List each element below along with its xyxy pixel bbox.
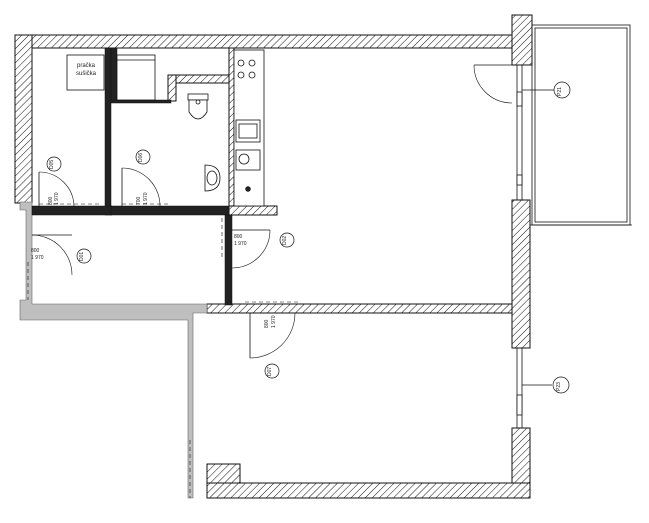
wall-right-upper [511,14,533,66]
door-d02-width: 800 [234,234,243,240]
wall-right-mid [511,199,531,349]
bedroom: 800 1 970 D07 [245,301,298,379]
exterior-slab [19,201,208,499]
door-d07-height: 1 970 [271,315,277,328]
exterior-walls [14,14,533,499]
hallway: 800 1 970 D01 800 1 970 D02 [27,218,295,300]
door-d05-width: 800 [48,196,54,205]
door-d02-tag [279,232,295,248]
door-d05-tag-text: D05 [49,160,55,169]
living-room: P21 P23 [473,24,632,428]
door-d01-width: 800 [31,248,40,254]
slab-outline [19,201,208,499]
washer-box [66,54,105,91]
bathroom: 700 1 970 D06 [116,54,221,208]
window-p21-tag [553,81,571,99]
kitchen [233,49,265,207]
window-p23-tag-text: P23 [556,382,562,391]
washer-label-2: sušička [76,71,97,77]
door-d06-width: 700 [136,196,142,205]
wall-bath-inner-left [110,47,118,103]
door-d02-tag-text: D02 [282,236,288,245]
window-p23-tag [552,376,570,394]
wall-middle [206,303,513,314]
wall-hall-right [224,214,233,306]
door-d07-tag [264,363,280,379]
wall-bath-bottom [110,205,230,216]
balcony-outline [531,24,631,226]
door-d06-tag-text: D06 [138,153,144,162]
window-p21-tag-text: P21 [557,87,563,96]
door-d01-height: 1 970 [31,255,44,261]
door-d01-tag [76,248,92,264]
wall-bath-top [167,74,231,84]
hob-ring [237,59,245,67]
wall-top [14,34,513,49]
washer-label-1: pračka [77,63,96,69]
door-d02-height: 1 970 [234,241,247,247]
door-d07-tag-text: D07 [267,367,273,376]
drain-icon [245,186,251,192]
hob-ring [248,59,256,67]
toilet-tank [187,93,209,101]
utility-room: pračka sušička 800 1 970 D05 [38,54,105,208]
bath-top-box [116,54,156,101]
wall-bath-right [228,47,235,214]
wall-left-upper [14,34,33,204]
door-d05-tag [46,156,62,172]
door-d01-tag-text: D01 [79,252,85,261]
wall-left-room-right [104,47,112,216]
wall-bottom [206,482,531,499]
door-d07-width: 800 [264,319,270,328]
door-d06-height: 1 970 [143,192,149,205]
toilet-icon [188,99,208,120]
hob-ring [248,71,256,79]
wall-kitchen-bottom [228,205,278,216]
door-d06-tag [135,149,151,165]
hob-ring [237,71,245,79]
wall-left-room-bottom [31,205,113,216]
wall-bath-interior [110,99,172,104]
wall-bath-left [167,74,177,102]
wall-stub [206,463,241,484]
door-d05-height: 1 970 [54,192,60,205]
